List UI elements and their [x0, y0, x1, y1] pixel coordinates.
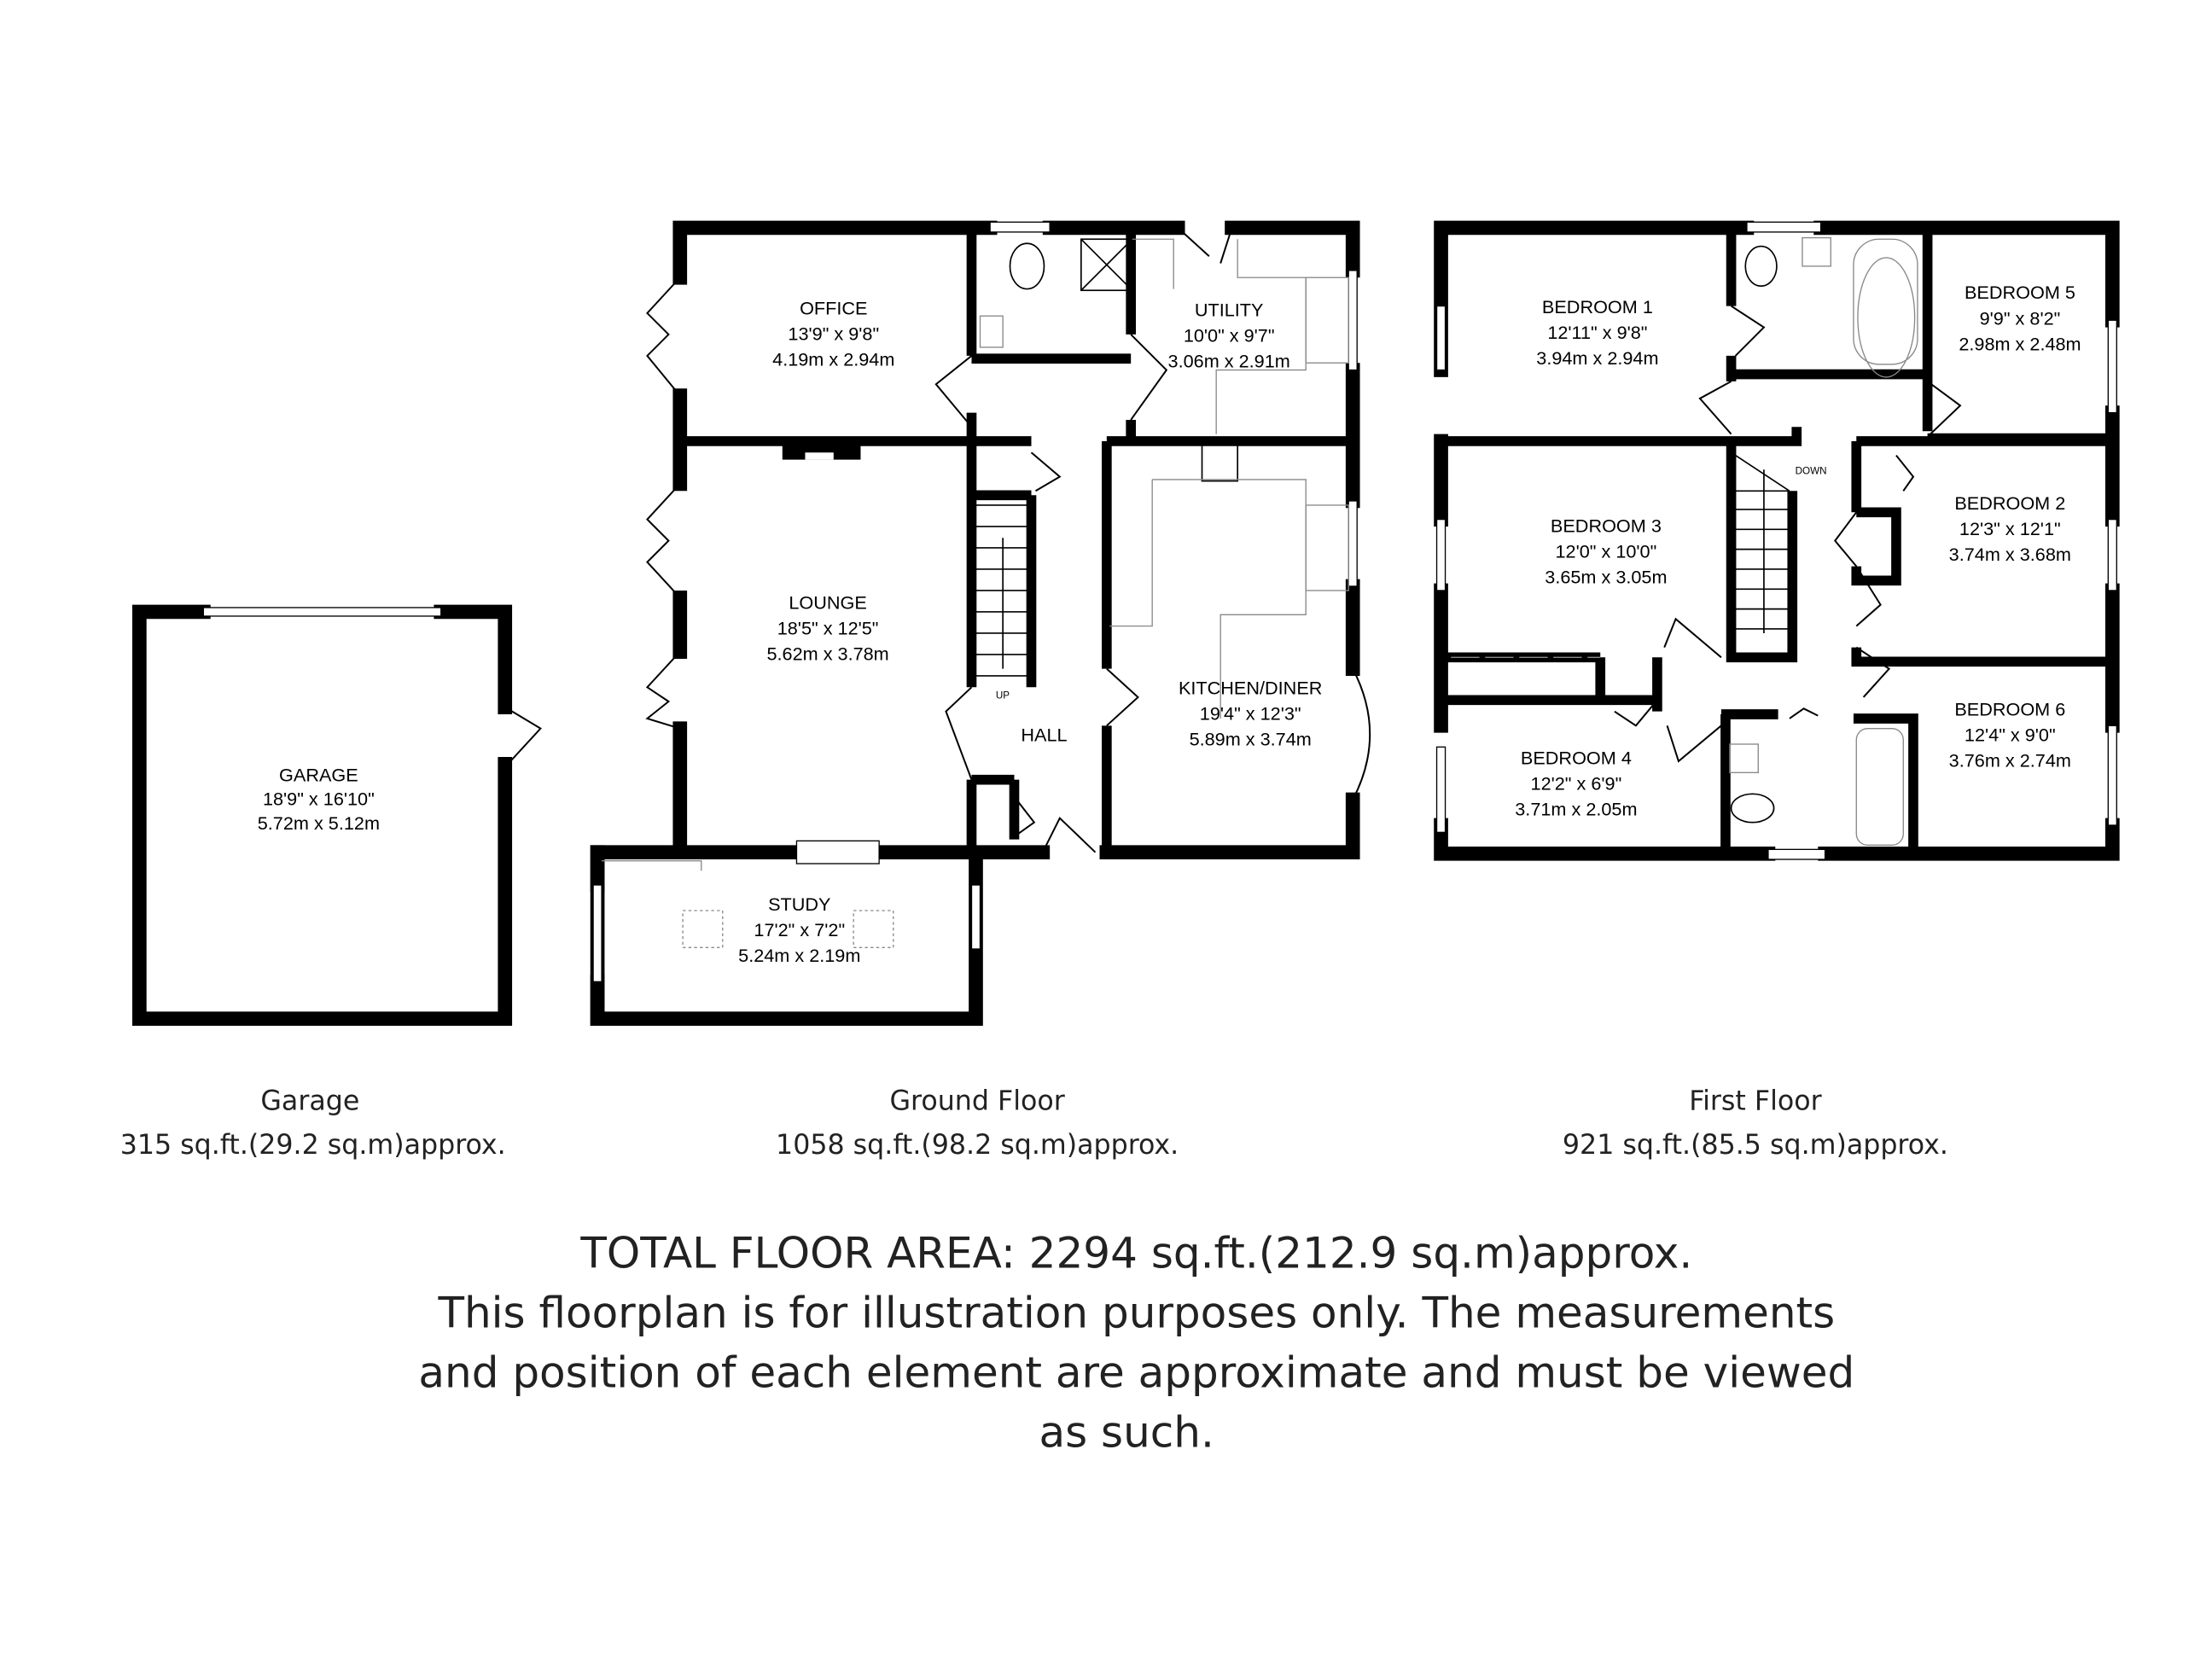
room-name: OFFICE: [800, 298, 867, 319]
room-name: BEDROOM 5: [1965, 282, 2075, 303]
room-name: BEDROOM 2: [1954, 492, 2065, 514]
room-size-imperial: 10'0" x 9'7": [1184, 324, 1275, 346]
room-size-metric: 5.89m x 3.74m: [1190, 729, 1312, 750]
room-size-imperial: 17'2" x 7'2": [754, 919, 845, 940]
room-name: GARAGE: [279, 764, 358, 785]
ground-floor-area: 1058 sq.ft.(98.2 sq.m)approx.: [776, 1130, 1179, 1161]
stairs-up-label: UP: [996, 690, 1010, 701]
disclaimer-line: as such.: [1039, 1407, 1214, 1457]
ground-floor-label: Ground Floor: [890, 1086, 1066, 1116]
room-size-metric: 3.74m x 3.68m: [1949, 544, 2071, 565]
room-size-metric: 3.65m x 3.05m: [1545, 567, 1667, 588]
room-size-metric: 3.94m x 2.94m: [1536, 347, 1658, 369]
room-size-imperial: 12'0" x 10'0": [1556, 541, 1657, 562]
first-floor-plan: DOWN BEDROOM 1 12'11" x 9'8" 3.94m x 2.9…: [1434, 220, 2120, 861]
room-name: BEDROOM 4: [1521, 747, 1632, 768]
disclaimer-line: This floorplan is for illustration purpo…: [437, 1288, 1835, 1337]
room-size-imperial: 13'9" x 9'8": [788, 323, 879, 345]
room-size-imperial: 12'4" x 9'0": [1965, 725, 2056, 746]
room-name: HALL: [1021, 725, 1067, 746]
room-size-imperial: 18'9" x 16'10": [263, 789, 375, 810]
room-size-metric: 3.76m x 2.74m: [1949, 750, 2071, 771]
room-size-imperial: 9'9" x 8'2": [1980, 307, 2061, 329]
ground-floor-plan: UP OFFICE 13'9" x 9'8" 4.19m x 2.94m UTI…: [590, 220, 1371, 1027]
room-size-metric: 3.71m x 2.05m: [1515, 798, 1637, 819]
total-floor-area: TOTAL FLOOR AREA: 2294 sq.ft.(212.9 sq.m…: [579, 1228, 1692, 1278]
room-size-imperial: 12'2" x 6'9": [1531, 772, 1622, 794]
room-size-imperial: 12'3" x 12'1": [1959, 518, 2061, 539]
first-floor-label: First Floor: [1689, 1086, 1822, 1116]
room-size-imperial: 12'11" x 9'8": [1547, 322, 1647, 343]
room-size-metric: 4.19m x 2.94m: [772, 349, 894, 370]
garage-label: Garage: [260, 1086, 359, 1116]
room-name: BEDROOM 3: [1551, 515, 1662, 537]
room-size-metric: 2.98m x 2.48m: [1959, 333, 2081, 354]
room-name: LOUNGE: [789, 592, 866, 614]
garage-area: 315 sq.ft.(29.2 sq.m)approx.: [120, 1130, 506, 1161]
room-size-imperial: 18'5" x 12'5": [777, 618, 879, 639]
room-size-metric: 3.06m x 2.91m: [1168, 350, 1290, 371]
staircase: UP: [975, 504, 1027, 701]
room-name: STUDY: [768, 894, 830, 915]
first-floor-area: 921 sq.ft.(85.5 sq.m)approx.: [1563, 1130, 1948, 1161]
garage-plan: GARAGE 18'9" x 16'10" 5.72m x 5.12m: [132, 604, 542, 1027]
room-name: BEDROOM 6: [1954, 699, 2065, 720]
room-name: UTILITY: [1195, 299, 1264, 320]
staircase: DOWN: [1735, 454, 1827, 633]
disclaimer-line: and position of each element are approxi…: [418, 1348, 1854, 1397]
room-name: BEDROOM 1: [1542, 296, 1653, 317]
stairs-down-label: DOWN: [1796, 465, 1827, 476]
room-size-metric: 5.24m x 2.19m: [738, 945, 860, 966]
room-name: KITCHEN/DINER: [1179, 678, 1322, 699]
room-size-metric: 5.62m x 3.78m: [766, 643, 888, 665]
room-size-imperial: 19'4" x 12'3": [1200, 703, 1301, 725]
room-size-metric: 5.72m x 5.12m: [258, 812, 380, 834]
